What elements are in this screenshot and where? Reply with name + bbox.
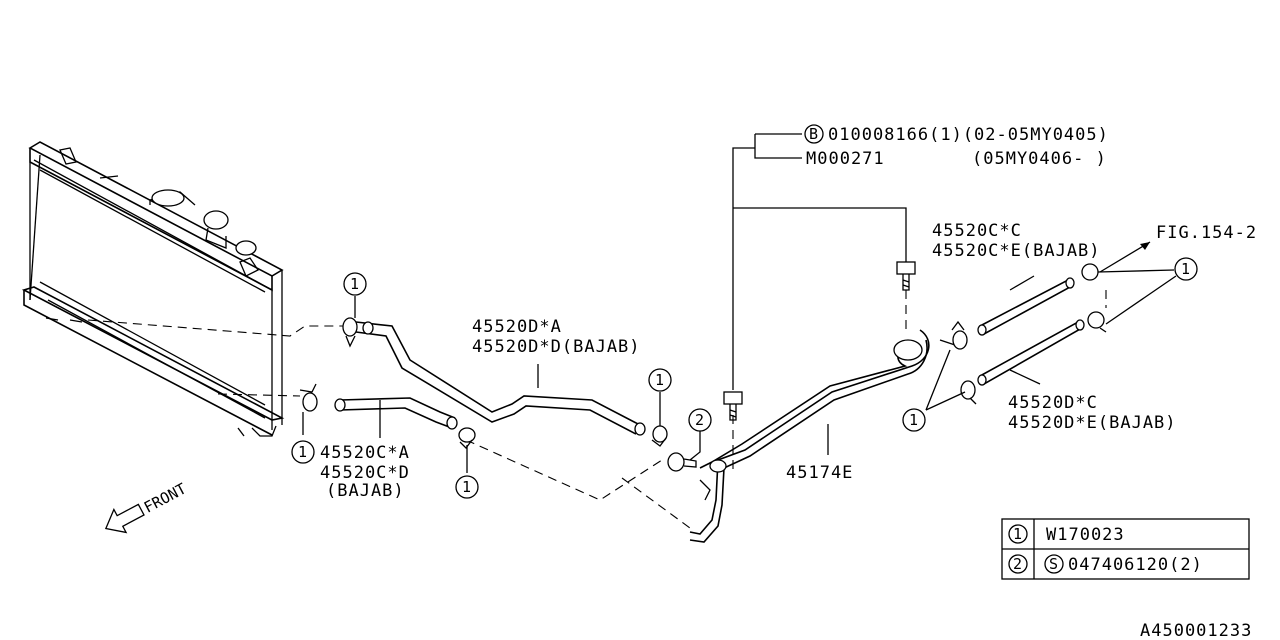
hose-rear-upper	[977, 277, 1075, 336]
legend-table: 1 W170023 2 S 047406120(2)	[1001, 518, 1250, 580]
clamp-icon	[299, 263, 1107, 449]
part-label-hose-front-2: 45520C*D	[320, 463, 410, 483]
part-label-m: M000271	[806, 149, 885, 169]
part-label-hose-front-3: (BAJAB)	[326, 481, 405, 501]
bolt-icon	[667, 261, 916, 472]
legend-key-1: 1	[1013, 525, 1022, 543]
fig-ref: FIG.154-2	[1156, 223, 1257, 243]
dashed-leaders	[87, 290, 1107, 529]
part-label-pipe: 45174E	[786, 463, 853, 483]
callout-1: 1	[1181, 260, 1190, 278]
part-label-hose-rear-lower-2: 45520D*E(BAJAB)	[1008, 413, 1177, 433]
legend-value-1: W170023	[1046, 525, 1125, 545]
diagram-id: A450001233	[1140, 621, 1252, 640]
callout-1: 1	[655, 371, 664, 389]
part-labels: B 010008166(1)(02-05MY0405) M000271 (05M…	[320, 124, 1257, 640]
b-symbol: B	[809, 125, 818, 143]
legend-symbol-s: S	[1049, 555, 1058, 573]
callout-2: 2	[695, 411, 704, 429]
pipe-45174e	[689, 329, 956, 543]
hose-upper-front	[355, 321, 646, 436]
callout-1: 1	[298, 443, 307, 461]
part-label-hose-rear-upper-2: 45520C*E(BAJAB)	[932, 241, 1101, 261]
hose-lower-front	[334, 397, 458, 430]
hose-rear-lower	[977, 319, 1085, 386]
part-label-m-range: (05MY0406- )	[972, 149, 1107, 169]
part-label-hose-mid-1: 45520D*A	[472, 317, 562, 337]
part-label-hose-mid-2: 45520D*D(BAJAB)	[472, 337, 641, 357]
callouts: 1 1 1 1 2 1 1	[291, 257, 1198, 499]
callout-1: 1	[909, 411, 918, 429]
part-label-hose-rear-upper-1: 45520C*C	[932, 221, 1022, 241]
callout-1: 1	[462, 478, 471, 496]
front-arrow: FRONT	[104, 480, 189, 534]
legend-key-2: 2	[1013, 555, 1022, 573]
leader-lines	[302, 133, 1177, 473]
part-label-hose-rear-lower-1: 45520D*C	[1008, 393, 1098, 413]
front-label: FRONT	[141, 480, 189, 517]
callout-1: 1	[350, 275, 359, 293]
part-label-hose-front-1: 45520C*A	[320, 443, 410, 463]
radiator	[21, 141, 285, 437]
part-label-b-bolt: 010008166(1)(02-05MY0405)	[828, 125, 1109, 145]
legend-value-2: 047406120(2)	[1068, 555, 1203, 575]
